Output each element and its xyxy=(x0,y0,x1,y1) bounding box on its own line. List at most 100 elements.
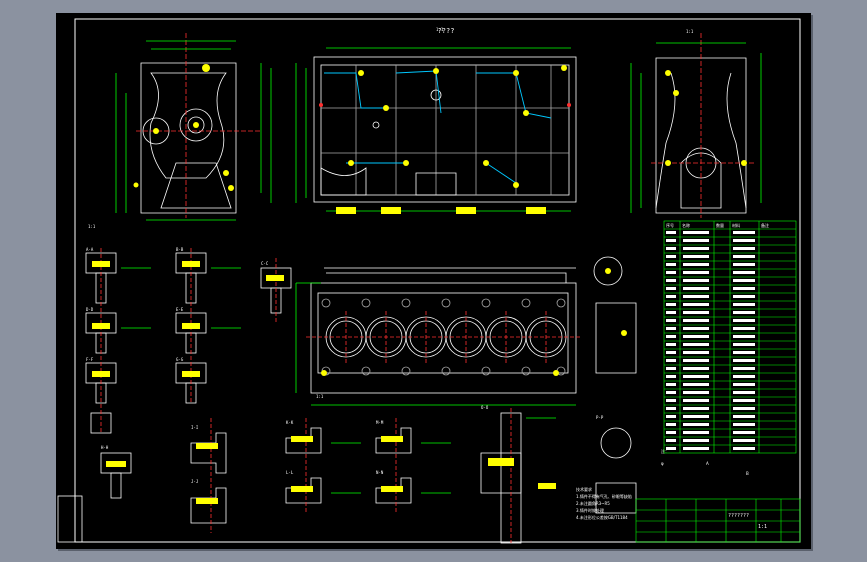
parts-table-cell-text xyxy=(666,431,676,434)
tech-req-line-1: 1.铸件不得有气孔、砂眼等缺陷 xyxy=(576,493,632,499)
parts-table-cell-text xyxy=(733,383,755,386)
parts-table-cell-text xyxy=(666,383,676,386)
section-label: I-I xyxy=(191,425,199,430)
parts-table-header-cell: 名称 xyxy=(682,222,690,228)
section-label: B-B xyxy=(176,247,184,252)
parts-table-cell-text xyxy=(733,271,755,274)
parts-table-header-cell: 序号 xyxy=(666,222,674,228)
section-label: J-J xyxy=(191,479,198,484)
plan-side-detail xyxy=(593,256,637,374)
parts-table-cell-text xyxy=(666,415,676,418)
section-label: L-L xyxy=(286,470,294,475)
parts-table-cell-text xyxy=(733,359,755,362)
title-block-name: ??????? xyxy=(728,513,749,519)
end-view-left xyxy=(115,33,272,221)
parts-table-cell-text xyxy=(666,327,676,330)
parts-table-cell-text xyxy=(683,351,709,354)
tech-req-title: 技术要求 xyxy=(576,486,592,492)
section-label: N-N xyxy=(376,470,384,475)
parts-table-cell-text xyxy=(683,431,709,434)
section-label: F-F xyxy=(86,357,94,362)
title-block: ??????? 1:1 xyxy=(635,498,801,543)
parts-table-cell-text xyxy=(733,287,755,290)
parts-table-cell-text xyxy=(733,279,755,282)
parts-table-cell-text xyxy=(683,263,709,266)
parts-table-cell-text xyxy=(666,271,676,274)
parts-table-cell-text xyxy=(683,415,709,418)
notes-block: 注： φ A B xyxy=(661,448,749,476)
parts-table-header-cell: 数量 xyxy=(716,222,724,228)
parts-table-cell-text xyxy=(666,303,676,306)
parts-table-cell-text xyxy=(683,287,709,290)
parts-table-cell-text xyxy=(733,239,755,242)
parts-table-cell-text xyxy=(733,247,755,250)
section-label: M-M xyxy=(376,420,384,425)
parts-table-cell-text xyxy=(666,375,676,378)
parts-table-cell-text xyxy=(733,319,755,322)
parts-table-cell-text xyxy=(683,343,709,346)
svg-text:1:1: 1:1 xyxy=(686,29,694,34)
parts-table-cell-text xyxy=(733,375,755,378)
parts-table-cell-text xyxy=(683,271,709,274)
parts-table-cell-text xyxy=(666,399,676,402)
parts-table-cell-text xyxy=(683,407,709,410)
svg-text:A: A xyxy=(706,461,709,466)
parts-table-cell-text xyxy=(683,391,709,394)
parts-table-cell-text xyxy=(666,231,676,234)
parts-table-cell-text xyxy=(683,231,709,234)
parts-table-cell-text xyxy=(666,439,676,442)
section-label: H-H xyxy=(101,445,109,450)
parts-table-cell-text xyxy=(733,303,755,306)
parts-table-cell-text xyxy=(666,295,676,298)
parts-table-cell-text xyxy=(683,423,709,426)
parts-table-cell-text xyxy=(666,247,676,250)
parts-table-cell-text xyxy=(733,431,755,434)
section-label: E-E xyxy=(176,307,184,312)
plan-view xyxy=(295,267,581,406)
svg-text:注：: 注： xyxy=(661,448,669,454)
parts-table-cell-text xyxy=(733,263,755,266)
title-block-scale: 1:1 xyxy=(758,524,767,530)
parts-table-cell-text xyxy=(733,423,755,426)
parts-table-cell-text xyxy=(666,287,676,290)
parts-table-cell-text xyxy=(733,343,755,346)
tech-req-line-4: 4.未注形位公差按GB/T1184 xyxy=(576,514,628,520)
parts-table-cell-text xyxy=(683,279,709,282)
parts-table-cell-text xyxy=(683,439,709,442)
parts-table-cell-text xyxy=(666,407,676,410)
parts-table-cell-text xyxy=(683,327,709,330)
svg-text:1:1: 1:1 xyxy=(316,394,324,399)
parts-table-cell-text xyxy=(683,311,709,314)
parts-table-cell-text xyxy=(666,335,676,338)
parts-table: 序号名称数量材料备注 xyxy=(663,220,797,454)
parts-table-cell-text xyxy=(666,367,676,370)
parts-table-cell-text xyxy=(733,311,755,314)
parts-table-cell-text xyxy=(683,295,709,298)
section-label: K-K xyxy=(286,420,294,425)
side-view-top xyxy=(295,47,577,214)
parts-table-cell-text xyxy=(733,415,755,418)
parts-table-cell-text xyxy=(733,351,755,354)
view-scale-labels: 1:1 1:1 1:1 1:1 xyxy=(88,27,694,399)
parts-table-cell-text xyxy=(666,447,676,450)
parts-table-cell-text xyxy=(683,303,709,306)
parts-table-cell-text xyxy=(733,255,755,258)
parts-table-cell-text xyxy=(683,319,709,322)
parts-table-cell-text xyxy=(666,239,676,242)
parts-table-cell-text xyxy=(733,231,755,234)
parts-table-cell-text xyxy=(733,295,755,298)
outer-border xyxy=(74,18,801,543)
drawing-canvas[interactable]: ???? xyxy=(56,13,811,549)
parts-table-cell-text xyxy=(666,255,676,258)
parts-table-cell-text xyxy=(666,351,676,354)
parts-table-cell-text xyxy=(683,367,709,370)
parts-table-cell-text xyxy=(666,423,676,426)
parts-table-header-cell: 材料 xyxy=(732,222,740,228)
svg-text:1:1: 1:1 xyxy=(436,27,444,32)
parts-table-cell-text xyxy=(683,247,709,250)
section-label: O-O xyxy=(481,405,489,410)
parts-table-cell-text xyxy=(683,375,709,378)
parts-table-cell-text xyxy=(683,255,709,258)
parts-table-cell-text xyxy=(683,335,709,338)
parts-table-cell-text xyxy=(733,327,755,330)
